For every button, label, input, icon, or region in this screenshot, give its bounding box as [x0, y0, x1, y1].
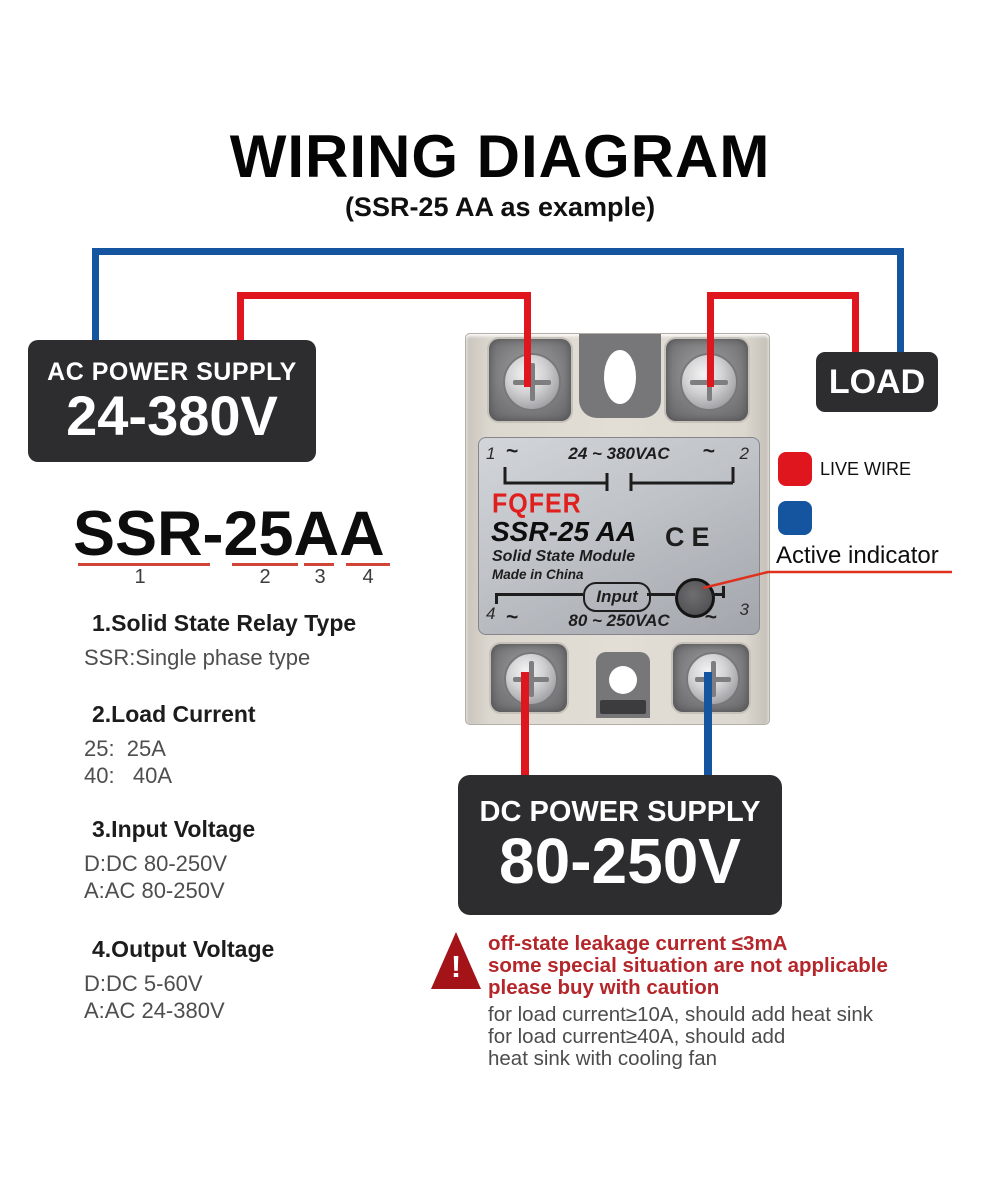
- output-rating: 24 ~ 380VAC: [568, 444, 670, 463]
- model-marker-3: 3: [314, 566, 326, 588]
- input-label: Input: [596, 587, 638, 606]
- base-plate-edge: [600, 700, 646, 714]
- model-number-heading: SSR-25AA: [73, 499, 385, 569]
- spec-section-output-voltage: 4.Output Voltage D:DC 5-60V A:AC 24-380V: [84, 936, 274, 1024]
- model-marker-1: 1: [134, 566, 146, 588]
- ac-power-supply-label: AC POWER SUPPLY: [47, 357, 297, 386]
- input-line-tick-left: [495, 593, 498, 604]
- ac-tilde-icon: ~: [702, 440, 715, 463]
- ssr-module: 1 ~ 24 ~ 380VAC ~ 2 FQFER SSR-25 AA CE S…: [465, 333, 770, 725]
- red-wire-terminal1-vertical: [524, 292, 531, 387]
- mounting-tab-top: [579, 334, 661, 418]
- model-marker-4: 4: [362, 566, 374, 588]
- load-label: LOAD: [828, 362, 926, 401]
- ac-tilde-icon: ~: [506, 440, 519, 463]
- red-wire-terminal2-vertical: [707, 292, 714, 387]
- mounting-hole-oval: [604, 350, 636, 404]
- neutral-wire-swatch: [778, 501, 812, 535]
- spec-section-input-voltage: 3.Input Voltage D:DC 80-250V A:AC 80-250…: [84, 816, 255, 904]
- warning-gray-line: for load current≥10A, should add heat si…: [488, 1003, 874, 1026]
- dc-power-supply-box: DC POWER SUPPLY 80-250V: [458, 775, 782, 915]
- spec-line: 40: 40A: [84, 763, 173, 788]
- model-underline-2: [232, 563, 298, 566]
- input-line-tick-right: [722, 586, 725, 598]
- spec-heading: 4.Output Voltage: [92, 936, 275, 962]
- input-line-right: [712, 593, 724, 596]
- model-marker-2: 2: [259, 566, 271, 588]
- spec-line: SSR:Single phase type: [84, 645, 311, 670]
- screw-icon: [504, 652, 558, 706]
- red-wire-ac-vertical: [237, 292, 244, 345]
- spec-line: D:DC 80-250V: [84, 851, 228, 876]
- terminal-block-4: [491, 644, 567, 712]
- ac-power-supply-value: 24-380V: [66, 383, 278, 447]
- ce-mark-icon: CE: [665, 522, 717, 552]
- model-underline-1: [78, 563, 210, 566]
- model-underline-4: [346, 563, 390, 566]
- warning-gray-line: for load current≥40A, should add: [488, 1025, 786, 1048]
- spec-line: A:AC 24-380V: [84, 998, 225, 1023]
- warning-triangle-icon: !: [431, 932, 481, 989]
- blue-wire-left-vertical: [92, 248, 99, 345]
- brand-logo: FQFER: [492, 488, 582, 520]
- ac-tilde-icon: ~: [704, 606, 717, 629]
- blue-wire-top-horizontal: [92, 248, 904, 255]
- live-wire-swatch: [778, 452, 812, 486]
- live-wire-label: LIVE WIRE: [820, 459, 912, 479]
- input-rating: 80 ~ 250VAC: [568, 611, 670, 630]
- spec-section-load-current: 2.Load Current 25: 25A 40: 40A: [84, 701, 256, 789]
- page-title: WIRING DIAGRAM: [229, 123, 771, 190]
- warning-triangle-shape: [431, 932, 481, 989]
- spec-heading: 1.Solid State Relay Type: [92, 610, 357, 636]
- spec-line: A:AC 80-250V: [84, 878, 225, 903]
- spec-section-relay-type: 1.Solid State Relay Type SSR:Single phas…: [84, 610, 356, 671]
- blue-wire-right-vertical: [897, 248, 904, 358]
- mounting-hole-round: [609, 666, 637, 694]
- page-subtitle: (SSR-25 AA as example): [344, 192, 656, 222]
- contact-symbol-icon: [503, 467, 735, 491]
- input-label-badge: Input: [583, 582, 651, 612]
- warning-red-line: some special situation are not applicabl…: [488, 954, 888, 977]
- screw-icon: [503, 353, 561, 411]
- load-box: LOAD: [816, 352, 938, 412]
- module-model: SSR-25 AA: [491, 516, 637, 547]
- mounting-tab-bottom: [596, 652, 650, 718]
- ac-power-supply-box: AC POWER SUPPLY 24-380V: [28, 340, 316, 462]
- plate-terminal-3: 3: [739, 600, 749, 619]
- screw-icon: [686, 652, 740, 706]
- module-origin: Made in China: [492, 567, 584, 582]
- model-underline-3: [304, 563, 334, 566]
- spec-line: D:DC 5-60V: [84, 971, 203, 996]
- plate-terminal-1: 1: [486, 444, 496, 463]
- warning-gray-line: heat sink with cooling fan: [488, 1047, 718, 1070]
- dc-power-supply-value: 80-250V: [499, 824, 741, 897]
- spec-heading: 2.Load Current: [92, 701, 256, 727]
- plate-terminal-2: 2: [739, 444, 749, 463]
- input-line-mid: [647, 593, 675, 596]
- red-wire-dc-vertical: [521, 672, 529, 780]
- dc-power-supply-label: DC POWER SUPPLY: [479, 795, 761, 828]
- ac-tilde-icon: ~: [506, 606, 519, 629]
- warning-red-line: please buy with caution: [488, 976, 720, 999]
- warning-red-line: off-state leakage current ≤3mA: [488, 932, 788, 955]
- red-wire-left-horizontal: [237, 292, 531, 299]
- warning-exclamation: !: [450, 949, 462, 984]
- active-indicator-label: Active indicator: [776, 542, 939, 569]
- module-label-plate: 1 ~ 24 ~ 380VAC ~ 2 FQFER SSR-25 AA CE S…: [478, 437, 760, 635]
- blue-wire-dc-vertical: [704, 672, 712, 780]
- input-line-left: [495, 593, 583, 596]
- plate-terminal-4: 4: [486, 604, 496, 623]
- red-wire-right-horizontal: [707, 292, 859, 299]
- spec-line: 25: 25A: [84, 736, 166, 761]
- spec-heading: 3.Input Voltage: [92, 816, 256, 842]
- module-type: Solid State Module: [492, 548, 636, 565]
- red-wire-load-vertical: [852, 292, 859, 360]
